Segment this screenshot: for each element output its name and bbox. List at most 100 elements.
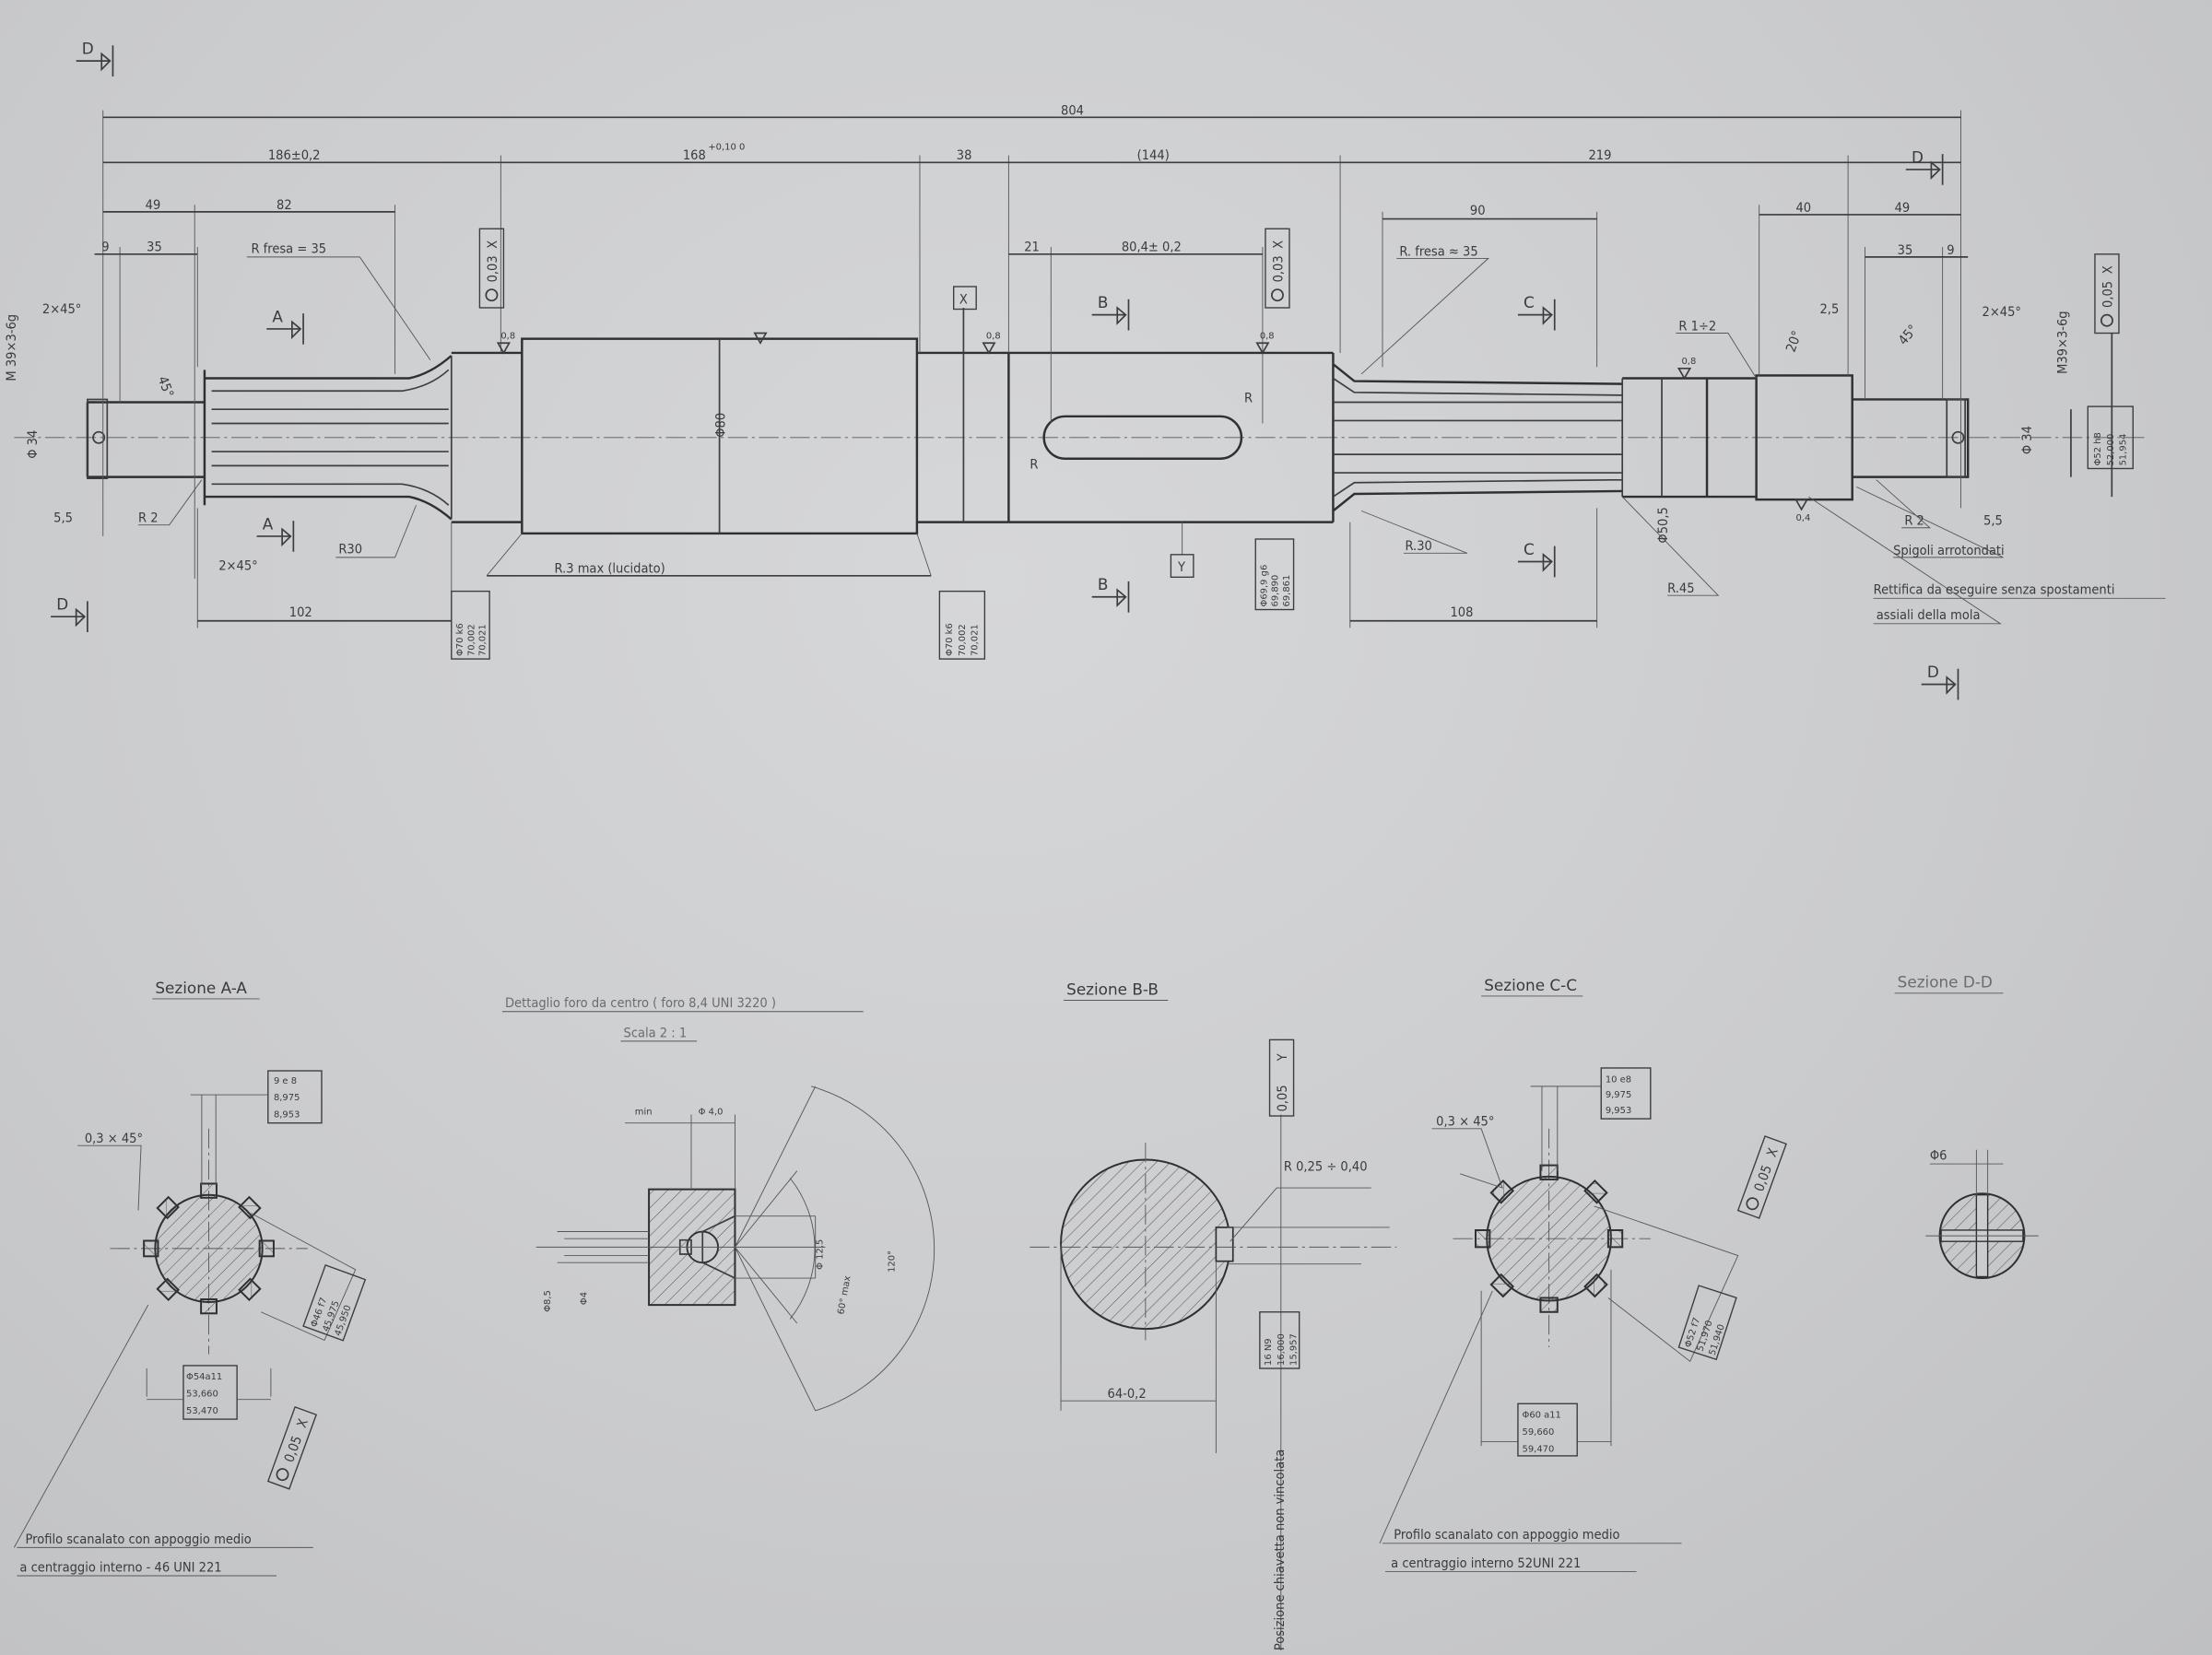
box-line: 9,953 — [1606, 1106, 1631, 1116]
fit-label: Φ69,9 g6 — [1259, 565, 1269, 607]
note-key-radius-right: R — [1244, 392, 1253, 406]
fit-label: Φ70 k6 — [455, 623, 465, 656]
note-chamfer-left-bottom: 2×45° — [218, 559, 257, 574]
dim-overall: 804 — [1061, 103, 1084, 118]
dim-49-left: 49 — [146, 198, 161, 213]
dim-35-left: 35 — [147, 241, 162, 255]
note-r-fresa-right: R. fresa ≈ 35 — [1399, 244, 1477, 259]
section-title: Sezione A-A — [155, 979, 247, 997]
thread-undercut-right — [1946, 398, 1966, 478]
marker-letter: C — [1524, 293, 1535, 311]
marker-letter: D — [82, 39, 94, 57]
section-marker-d: D — [1905, 147, 1944, 185]
dim-168: 168 — [683, 148, 706, 163]
center-hole-right — [1951, 430, 1965, 444]
section-title: Sezione D-D — [1898, 973, 1993, 992]
spline-tooth — [1583, 1273, 1608, 1298]
dim-102: 102 — [289, 605, 312, 620]
box-line: 59,470 — [1523, 1444, 1555, 1454]
dim-82: 82 — [276, 198, 292, 213]
section-d-d: Sezione D-D Φ6 — [1894, 973, 2039, 1280]
dim-40: 40 — [1795, 201, 1811, 216]
thread-undercut-left — [87, 398, 109, 480]
dim-35-right: 35 — [1898, 243, 1913, 258]
datum-y-box: Y — [1170, 522, 1194, 579]
dim-9-right: 9 — [1947, 243, 1954, 258]
section-marker-d: D — [76, 39, 114, 76]
section-marker-d: D — [51, 595, 88, 633]
section-title: Sezione B-B — [1066, 980, 1159, 998]
section-marker-b: B — [1091, 293, 1130, 331]
marker-arrow-icon — [1517, 299, 1556, 331]
center-hole-left — [92, 430, 106, 444]
box-line: 9,975 — [1606, 1090, 1631, 1100]
marker-letter: D — [1927, 663, 1939, 681]
fit-box-52h8: Φ52 h8 52,000 51,954 — [2087, 405, 2134, 470]
marker-arrow-icon — [266, 313, 304, 345]
dim-5-5-right: 5,5 — [1983, 514, 2003, 529]
dim-49-right: 49 — [1895, 201, 1911, 216]
fit-lower: 70,021 — [478, 624, 488, 656]
section-marker-a: A — [256, 514, 295, 552]
note-key-radius-left: R — [1030, 457, 1038, 472]
box-line: 10 e8 — [1606, 1074, 1631, 1085]
note-dia80: Φ80 — [714, 413, 729, 438]
marker-arrow-icon — [256, 521, 295, 552]
roughness-label: 0,8 — [1681, 357, 1696, 367]
dim-2-5: 2,5 — [1819, 302, 1839, 317]
section-marker-d: D — [1921, 663, 1959, 700]
angle120-label: 120° — [887, 1250, 897, 1273]
note-rettifica-2: assiali della mola — [1877, 608, 1981, 623]
runout-frame: 0,05 X — [266, 1406, 318, 1490]
marker-letter: B — [1098, 293, 1109, 311]
section-marker-b: B — [1091, 575, 1130, 613]
dim-21: 21 — [1024, 241, 1040, 255]
runout-datum: X — [2100, 265, 2115, 274]
spline-tooth — [1539, 1297, 1559, 1313]
fit-upper: 69,890 — [1271, 575, 1281, 607]
fit-lower: 69,861 — [1282, 575, 1292, 607]
depth-label: 64-0,2 — [1108, 1387, 1147, 1402]
spline-tooth — [1475, 1228, 1491, 1249]
dim-186: 186±0,2 — [268, 148, 321, 163]
spline-tooth — [258, 1239, 275, 1258]
note-spigoli: Spigoli arrotondati — [1893, 544, 2005, 558]
runout-icon — [276, 1468, 289, 1482]
note-r30-left: R30 — [338, 542, 362, 557]
leader-lines — [138, 256, 2166, 625]
note-r1-2: R 1÷2 — [1678, 319, 1716, 334]
note-r3-max: R.3 max (lucidato) — [555, 562, 665, 577]
note-thread-right: M39×3-6g — [2055, 311, 2070, 374]
section-marker-c: C — [1517, 540, 1556, 578]
note-rettifica-1: Rettifica da eseguire senza spostamenti — [1874, 583, 2115, 598]
note-r-fresa-left: R fresa = 35 — [251, 241, 326, 256]
dim-168-tolerance: +0,10 0 — [708, 143, 745, 153]
marker-arrow-icon — [76, 45, 114, 76]
spline-note-1: Profilo scanalato con appoggio medio — [1394, 1528, 1619, 1543]
chamfer-label: 0,3 × 45° — [1436, 1115, 1494, 1130]
fit-upper: 52,000 — [2106, 434, 2116, 466]
angle60-label: 60° max — [836, 1275, 853, 1316]
note-r2-right: R 2 — [1904, 514, 1924, 529]
marker-letter: A — [263, 514, 274, 533]
spline-tooth — [1539, 1164, 1559, 1180]
fit-box-69-9g6: Φ69,9 g6 69,890 69,861 — [1254, 538, 1295, 611]
fit-lower: 70,021 — [971, 624, 981, 656]
box-line: Φ60 a11 — [1523, 1411, 1561, 1421]
note-angle-45-right: 45° — [1896, 323, 1921, 348]
spline-tooth — [143, 1239, 159, 1258]
box-line: 9 e 8 — [274, 1076, 297, 1086]
symmetry-frame: 0,05 Y — [1268, 1039, 1295, 1117]
runout-datum: X — [486, 241, 500, 249]
note-thread-left: M 39×3-6g — [5, 314, 19, 381]
spline-tooth — [1489, 1273, 1515, 1298]
symmetry-datum: Y — [1276, 1052, 1290, 1062]
note-dia50-5: Φ50,5 — [1656, 507, 1671, 543]
spline-note-2: a centraggio interno - 46 UNI 221 — [19, 1560, 221, 1575]
marker-letter: D — [1912, 147, 1924, 166]
minor-dia-box: Φ60 a11 59,660 59,470 — [1517, 1403, 1578, 1457]
runout-datum: X — [295, 1417, 312, 1430]
surface-finish-symbols: 0,8 0,8 0,8 0,8 0,4 — [496, 332, 1810, 523]
datum-label: X — [959, 292, 968, 307]
